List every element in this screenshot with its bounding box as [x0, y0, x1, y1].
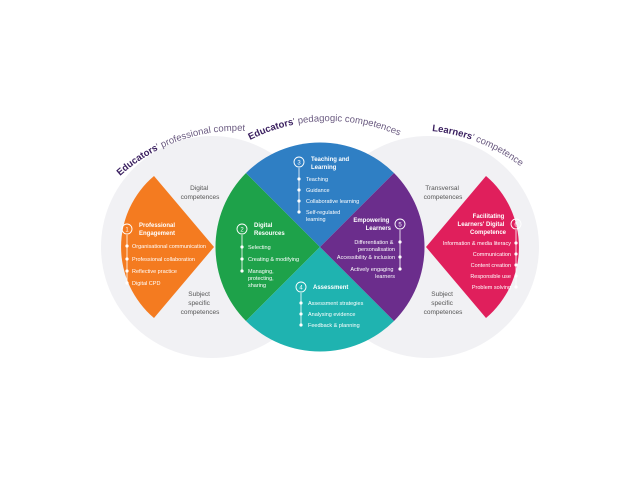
area-6-item-marker: [514, 252, 518, 256]
area-5-item: Actively engaging learners: [350, 267, 395, 280]
area-4-item: Assessment strategies: [308, 301, 364, 307]
area-4-item-marker: [299, 323, 303, 327]
area-5-empowering-learners: Empowering Learners 5 Differentiation & …: [320, 173, 425, 321]
area-4-wedge: [246, 247, 394, 352]
area-2-wedge: [215, 173, 320, 321]
area-1-item-marker: [125, 257, 129, 261]
area-6-number-badge: [510, 218, 522, 230]
area-2-item: Selecting: [248, 245, 271, 251]
area-5-item-marker: [398, 255, 402, 259]
area-1-title: Professional Engagement: [139, 223, 177, 237]
area-6-title: Facilitating Learners' Digital Competenc…: [458, 214, 507, 236]
area-3-item-marker: [297, 177, 301, 181]
area-3-item: Guidance: [306, 188, 330, 194]
area-5-number-badge: [394, 218, 406, 230]
area-3-title: Teaching and Learning: [311, 157, 351, 171]
area-4-item: Feedback & planning: [308, 323, 360, 329]
area-6-item-marker: [514, 263, 518, 267]
area-3-item: Teaching: [306, 177, 328, 183]
area-2-item: Creating & modifying: [248, 257, 299, 263]
area-1-number: 1: [125, 228, 129, 234]
left-subject-competences-label: Subject specific competences: [181, 291, 220, 316]
area-4-item-marker: [299, 301, 303, 305]
area-1-wedge: [121, 176, 214, 318]
area-6-wedge: [426, 176, 519, 318]
area-1-item-marker: [125, 244, 129, 248]
area-4-item-marker: [299, 312, 303, 316]
area-1-item: Organisational communication: [132, 244, 206, 250]
area-2-number: 2: [240, 228, 244, 234]
area-3-item-marker: [297, 199, 301, 203]
area-6-item: Information & media literacy: [443, 241, 511, 247]
area-3-item-marker: [297, 188, 301, 192]
area-3-teaching-and-learning: 3 Teaching and Learning Teaching Guidanc…: [246, 142, 394, 247]
area-1-item: Digital CPD: [132, 281, 160, 287]
area-6-item: Communication: [473, 252, 511, 258]
area-3-number-badge: [293, 156, 305, 168]
area-6-item: Problem solving: [472, 285, 511, 291]
right-transversal-competences-label: Transversal competences: [424, 185, 463, 201]
area-1-item: Reflective practice: [132, 269, 177, 275]
area-5-item-marker: [398, 240, 402, 244]
area-1-item-marker: [125, 269, 129, 273]
area-5-title: Empowering Learners: [353, 218, 391, 232]
area-4-assessment: 4 Assessment Assessment strategies Analy…: [246, 247, 394, 352]
area-5-item: Accessibility & inclusion: [337, 255, 395, 261]
area-4-number-badge: [295, 281, 307, 293]
area-2-title: Digital Resources: [254, 223, 285, 237]
right-subject-competences-label: Subject specific competences: [424, 291, 463, 316]
area-5-item: Differentiation & personalisation: [354, 240, 395, 253]
area-5-item-marker: [398, 267, 402, 271]
area-6-item: Responsible use: [470, 274, 511, 280]
area-6-item-marker: [514, 241, 518, 245]
area-2-digital-resources: 2 Digital Resources Selecting Creating &…: [215, 173, 320, 321]
area-3-item-marker: [297, 210, 301, 214]
area-4-title: Assessment: [313, 285, 348, 291]
area-3-item: Collaborative learning: [306, 199, 359, 205]
area-6-item-marker: [514, 285, 518, 289]
area-6-number: 6: [514, 223, 518, 229]
area-2-item-marker: [240, 269, 244, 273]
area-6-item: Content creation: [471, 263, 511, 269]
area-2-number-badge: [236, 223, 248, 235]
pedagogic-competences-title: Educators' pedagogic competences: [246, 113, 402, 143]
area-5-number: 5: [398, 223, 402, 229]
area-5-wedge: [320, 173, 425, 321]
area-1-number-badge: [121, 223, 133, 235]
area-6-facilitating-learners-digital-competence: Facilitating Learners' Digital Competenc…: [426, 176, 522, 318]
area-3-wedge: [246, 142, 394, 247]
area-2-item-marker: [240, 245, 244, 249]
area-1-item-marker: [125, 281, 129, 285]
area-2-item: Managing, protecting, sharing: [248, 269, 275, 289]
area-2-item-marker: [240, 257, 244, 261]
area-4-item: Analysing evidence: [308, 312, 355, 318]
area-3-number: 3: [297, 161, 301, 167]
left-digital-competences-label: Digital competences: [181, 185, 220, 201]
area-6-item-marker: [514, 274, 518, 278]
area-1-professional-engagement: 1 Professional Engagement Organisational…: [121, 176, 214, 318]
area-4-number: 4: [299, 286, 303, 292]
area-1-item: Professional collaboration: [132, 257, 195, 263]
area-3-item: Self-regulated learning: [306, 210, 342, 223]
